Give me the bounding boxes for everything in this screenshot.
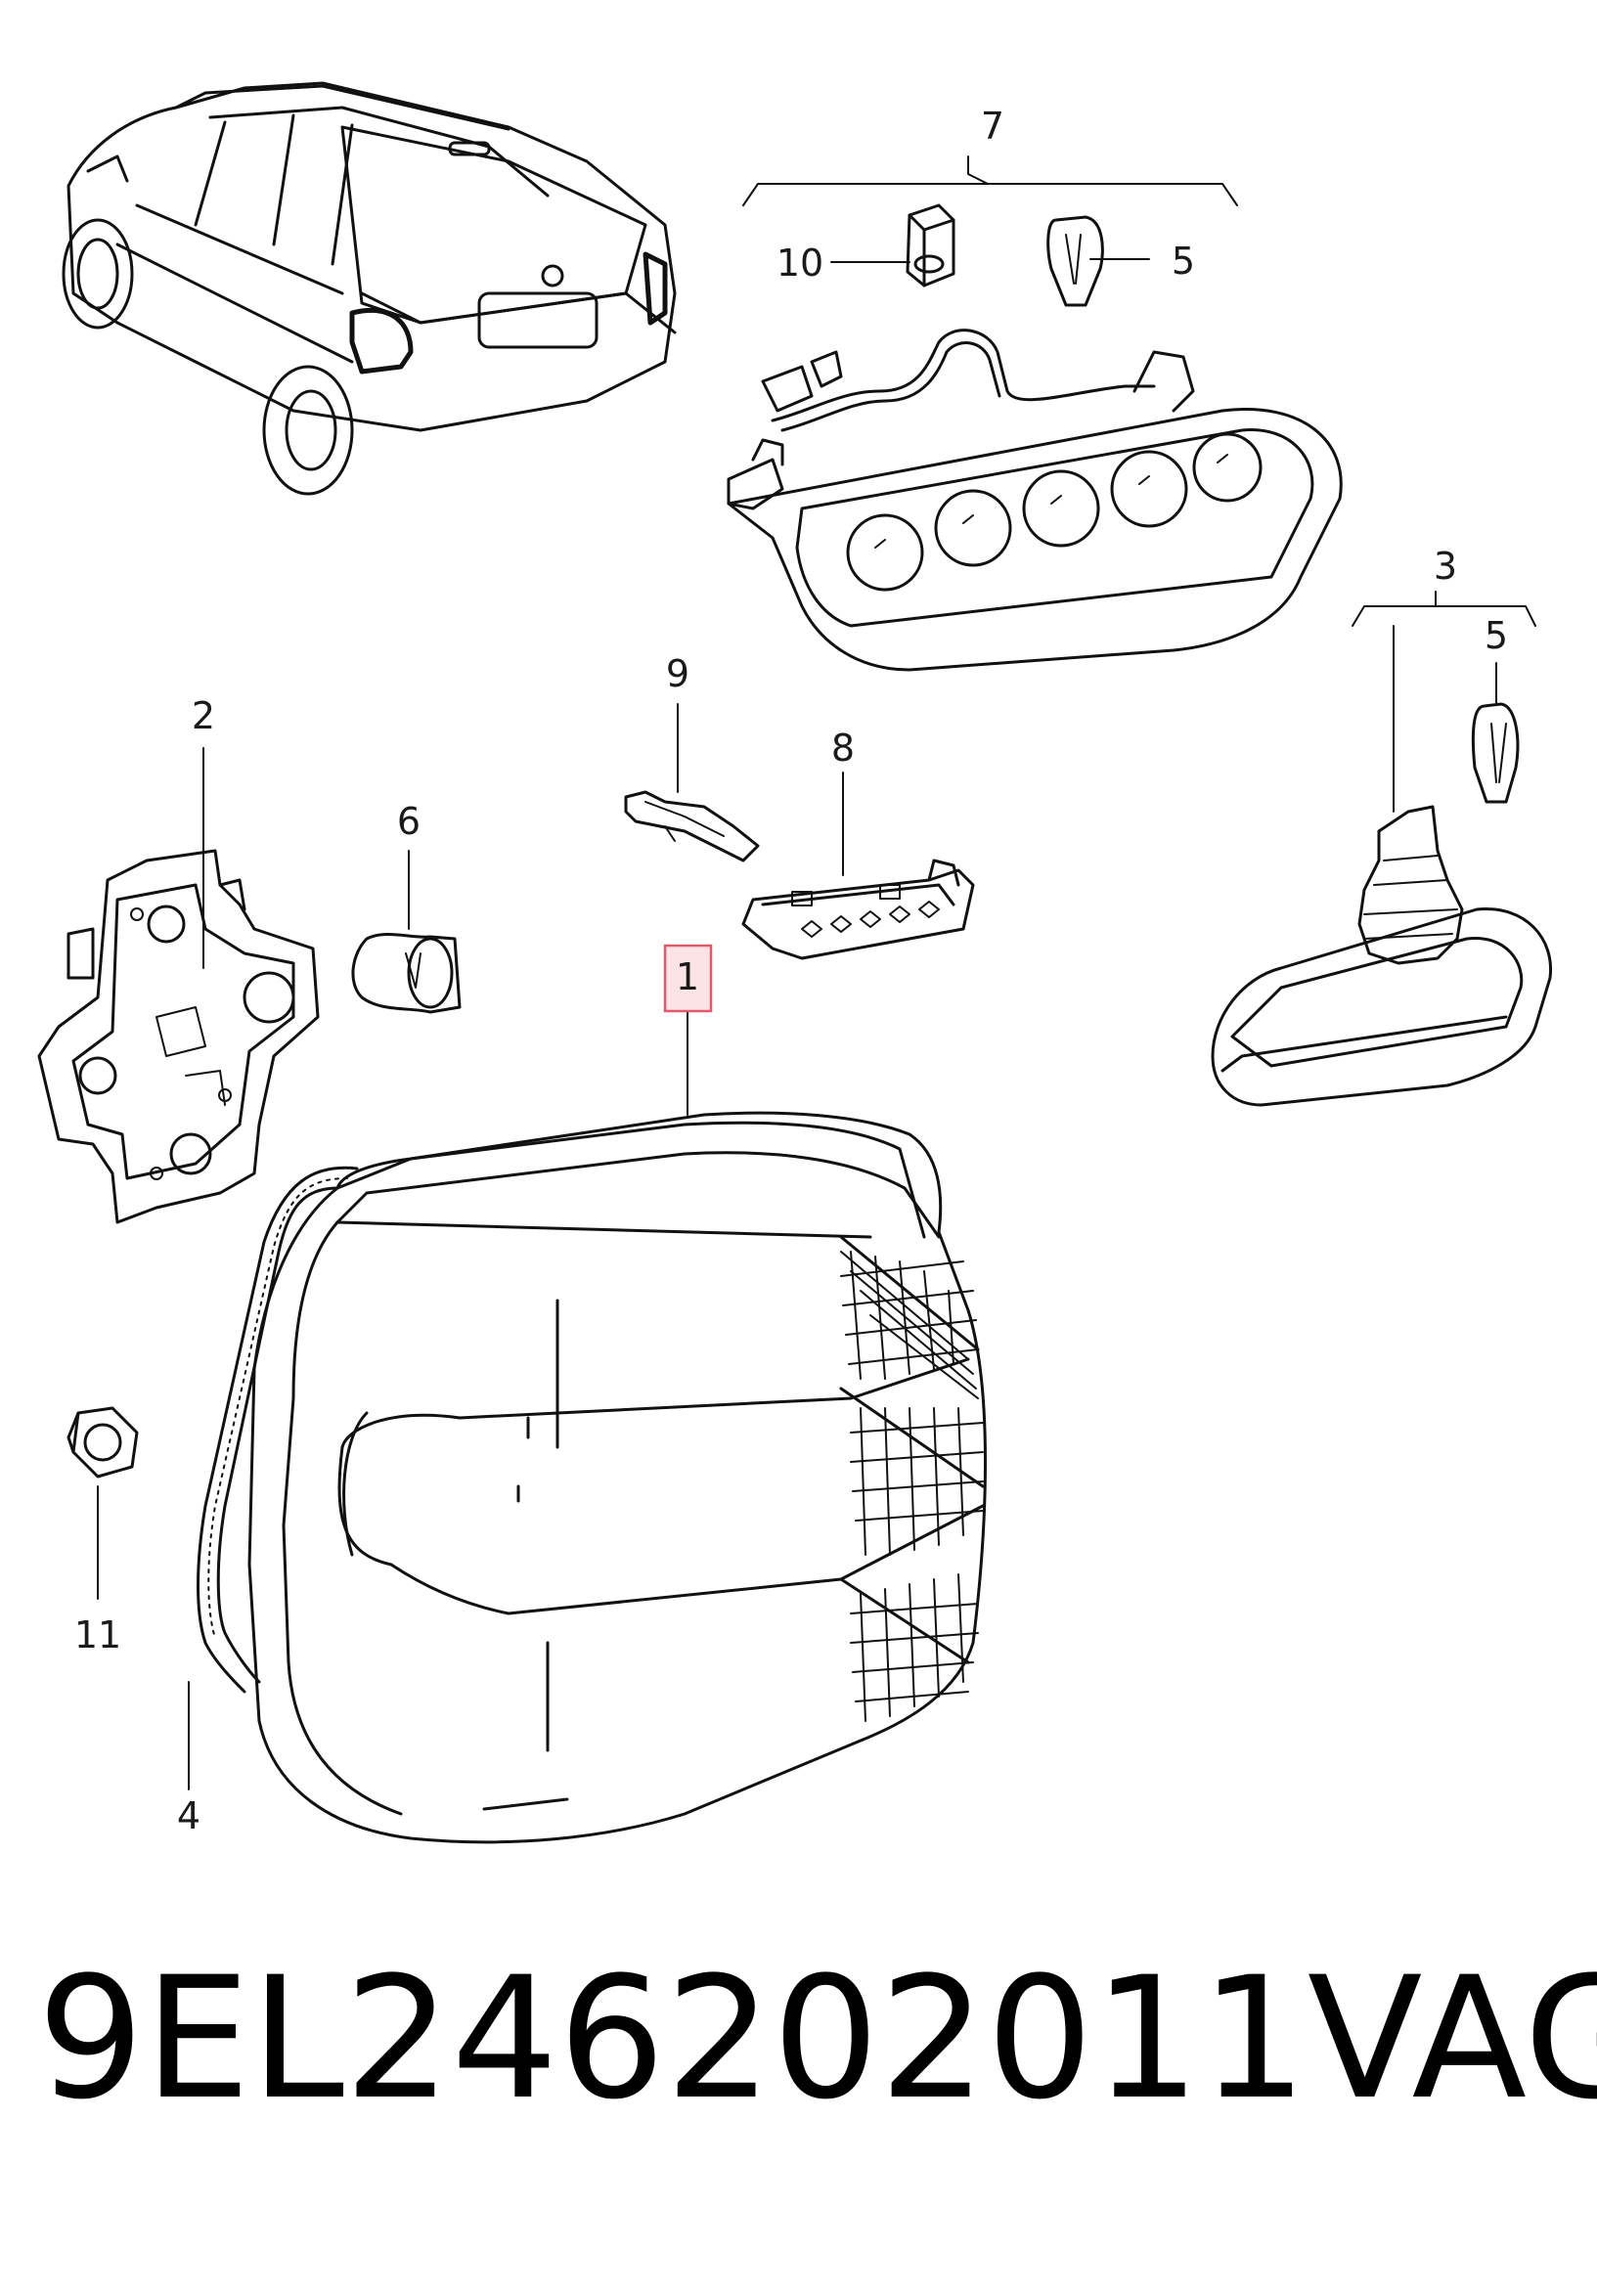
callout-11: 11 bbox=[74, 1613, 121, 1656]
callout-3: 3 bbox=[1434, 545, 1457, 588]
hex-nut-11 bbox=[67, 1406, 139, 1479]
callout-1: 1 bbox=[676, 955, 699, 998]
callout-6: 6 bbox=[397, 800, 421, 843]
callout-8: 8 bbox=[831, 727, 855, 770]
bulb-holder-plate bbox=[37, 849, 320, 1224]
reflector-grid-top bbox=[840, 1251, 979, 1380]
reflector-grid-bottom bbox=[850, 1573, 979, 1722]
terminal-clip-9 bbox=[624, 790, 760, 862]
callout-2: 2 bbox=[192, 694, 215, 737]
callout-7: 7 bbox=[981, 105, 1004, 148]
wedge-bulb-5-upper bbox=[1046, 215, 1104, 307]
bulb-carrier-8 bbox=[741, 859, 975, 960]
callout-labels: 1 2 3 4 5 5 6 7 8 9 10 11 bbox=[74, 105, 1508, 1837]
bulb-6 bbox=[351, 932, 462, 1014]
callout-4: 4 bbox=[177, 1794, 200, 1837]
tail-light-lens bbox=[247, 1111, 987, 1844]
part-number: 9EL246202011 bbox=[37, 1940, 1308, 2137]
part-caption: 9EL246202011 VAG bbox=[37, 1940, 1597, 2137]
side-marker-lamp-3 bbox=[1211, 805, 1553, 1107]
brand-label: VAG bbox=[1307, 1940, 1597, 2137]
car-illustration bbox=[62, 81, 677, 496]
leader-lines bbox=[97, 155, 1536, 1790]
brake-light-assembly bbox=[727, 329, 1343, 672]
callout-10: 10 bbox=[776, 242, 823, 285]
bulb-socket-10 bbox=[906, 203, 955, 287]
highlight-box bbox=[663, 944, 713, 1013]
wedge-bulb-5-lower bbox=[1471, 702, 1520, 804]
callout-5-lower: 5 bbox=[1485, 614, 1508, 657]
callout-5-upper: 5 bbox=[1172, 240, 1195, 283]
gasket-4 bbox=[197, 1166, 359, 1694]
callout-9: 9 bbox=[666, 652, 689, 695]
reflector-grid-middle bbox=[850, 1407, 984, 1556]
